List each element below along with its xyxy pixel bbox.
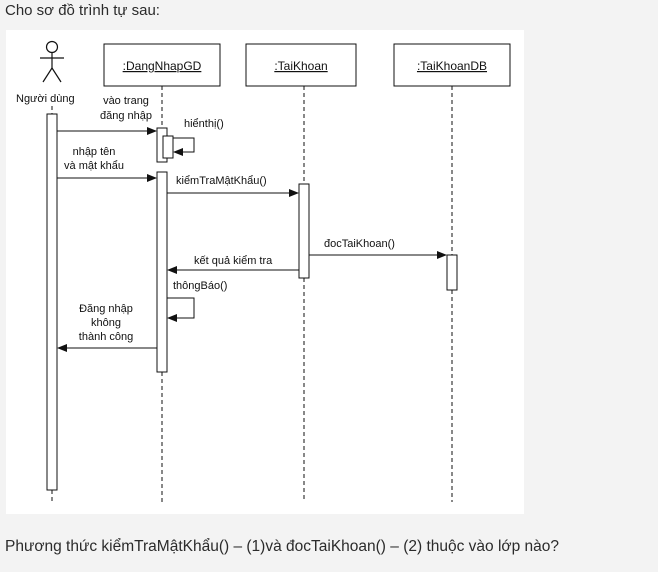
message-label-m1-line1: vào trang xyxy=(103,95,149,107)
object-box-dangnhapgd xyxy=(103,43,221,87)
message-label-m8-line3: thành công xyxy=(79,331,133,343)
object-label-taikhoan: :TaiKhoan xyxy=(274,59,327,73)
activation-taikhoan xyxy=(298,183,310,279)
actor-icon xyxy=(40,40,64,83)
sequence-diagram-svg: Người dùng :DangNhapGD :TaiKhoan :TaiKho… xyxy=(16,40,511,502)
message-arrow-m2 xyxy=(173,137,195,156)
object-box-taikhoandb xyxy=(393,43,511,87)
message-label-m8-line1: Đăng nhập xyxy=(79,303,133,315)
activation-dangnhapgd-2 xyxy=(156,171,168,373)
message-arrow-m7 xyxy=(167,297,195,322)
message-label-m4: kiểmTraMậtKhẩu() xyxy=(176,175,267,187)
question-text: Phương thức kiểmTraMậtKhẩu() – (1)và đoc… xyxy=(5,538,559,555)
object-label-dangnhapgd: :DangNhapGD xyxy=(123,59,202,73)
object-box-taikhoan xyxy=(245,43,357,87)
sequence-diagram: Người dùng :DangNhapGD :TaiKhoan :TaiKho… xyxy=(6,30,524,514)
activation-actor xyxy=(46,113,58,491)
message-label-m2: hiểnthị() xyxy=(184,118,224,130)
activation-taikhoandb xyxy=(446,254,458,291)
message-label-m3-line2: và mật khẩu xyxy=(64,160,124,172)
activation-dangnhapgd-self-1 xyxy=(162,135,174,159)
intro-text: Cho sơ đồ trình tự sau: xyxy=(5,2,160,19)
message-label-m3-line1: nhập tên xyxy=(73,146,116,158)
message-label-m8-line2: không xyxy=(91,317,121,329)
object-label-taikhoandb: :TaiKhoanDB xyxy=(417,59,487,73)
message-label-m6: kết quả kiểm tra xyxy=(194,255,273,267)
actor-label: Người dùng xyxy=(16,93,75,105)
message-label-m1-line2: đăng nhập xyxy=(100,110,152,122)
message-label-m5: đocTaiKhoan() xyxy=(324,238,395,250)
message-label-m7: thôngBáo() xyxy=(173,280,227,292)
